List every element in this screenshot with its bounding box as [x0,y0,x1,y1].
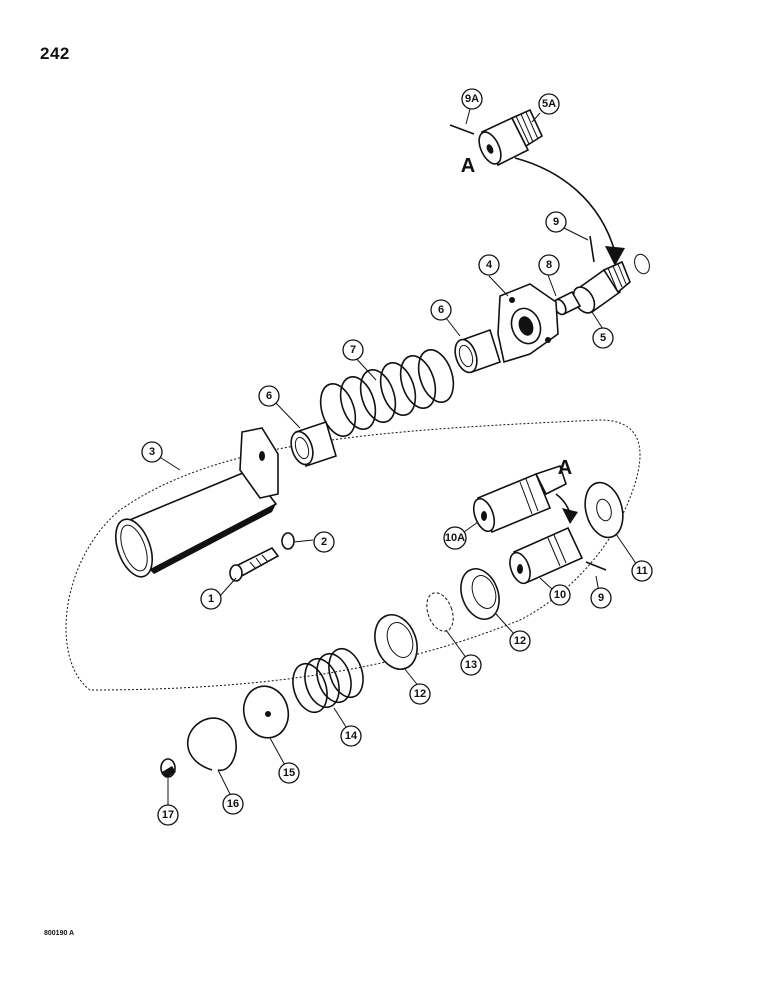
svg-text:17: 17 [162,809,174,821]
callout-4: 4 [478,254,500,276]
svg-text:2: 2 [321,536,327,548]
svg-text:10: 10 [554,589,566,601]
svg-text:10A: 10A [445,532,465,544]
view-marker-a-detail: A [461,155,475,177]
svg-text:13: 13 [465,659,477,671]
svg-text:7: 7 [350,344,356,356]
roll-pin-9a [449,124,475,135]
valve-cartridge-10a [472,464,567,534]
svg-text:15: 15 [283,767,295,779]
svg-text:9: 9 [553,216,559,228]
group-enclosure-line [65,419,641,691]
callout-10: 10 [549,584,571,606]
plug-17 [160,758,176,778]
svg-text:9: 9 [598,592,604,604]
callout-8: 8 [538,254,560,276]
callout-15: 15 [278,762,300,784]
svg-text:14: 14 [345,730,358,742]
housing-tube-3 [114,427,279,578]
view-marker-a-cartridge: A [558,457,572,479]
svg-text:6: 6 [438,304,444,316]
roll-pin-9-upper [589,235,595,263]
page-number: 242 [40,44,70,63]
spring-7 [319,349,455,437]
svg-text:5: 5 [600,332,606,344]
spring-seat-15 [242,685,290,739]
o-ring-5 [634,253,650,275]
svg-text:3: 3 [149,446,155,458]
svg-text:4: 4 [486,259,493,271]
svg-text:1: 1 [208,593,214,605]
svg-text:16: 16 [227,798,239,810]
callout-13: 13 [460,654,482,676]
svg-text:8: 8 [546,259,552,271]
spring-14 [292,647,364,714]
callout-5: 5 [592,327,614,349]
seat-12-lower [374,614,418,670]
callout-16: 16 [222,793,244,815]
fitting-5a [478,108,544,167]
callout-5a: 5A [538,93,560,115]
bushing-6-upper [454,328,501,374]
callout-9-upper: 9 [545,211,567,233]
detail-arrowhead [605,246,625,266]
seat-12-upper [460,568,500,620]
callout-6-upper: 6 [430,299,452,321]
svg-text:5A: 5A [542,98,556,110]
retaining-ring-16 [186,717,237,772]
svg-text:11: 11 [636,565,648,577]
callout-12-upper: 12 [509,630,531,652]
callout-6-lower: 6 [258,385,280,407]
detail-arrow [514,157,616,253]
callout-1: 1 [200,588,222,610]
bushing-6-lower [290,420,337,468]
flange-plate-4 [497,283,559,364]
washer-2 [281,532,295,550]
callout-7: 7 [342,339,364,361]
callout-12-lower: 12 [409,683,431,705]
callout-9-lower: 9 [590,587,612,609]
svg-text:6: 6 [266,390,272,402]
leader-lines [157,108,638,808]
fitting-5 [572,260,631,314]
callout-17: 17 [157,804,179,826]
callout-10a: 10A [443,526,467,550]
callout-14: 14 [340,725,362,747]
callout-2: 2 [313,531,335,553]
callout-11: 11 [631,560,653,582]
svg-text:9A: 9A [465,93,479,105]
callout-9a: 9A [461,88,483,110]
ball-ring-13 [426,592,454,632]
valve-cartridge-10 [509,526,584,585]
svg-text:12: 12 [514,635,526,647]
callout-3: 3 [141,441,163,463]
svg-text:12: 12 [414,688,426,700]
roll-pin-9-lower [585,561,607,571]
cap-screw-1 [229,546,280,582]
washer-11 [584,481,624,539]
figure-code: 800190 A [44,930,75,937]
